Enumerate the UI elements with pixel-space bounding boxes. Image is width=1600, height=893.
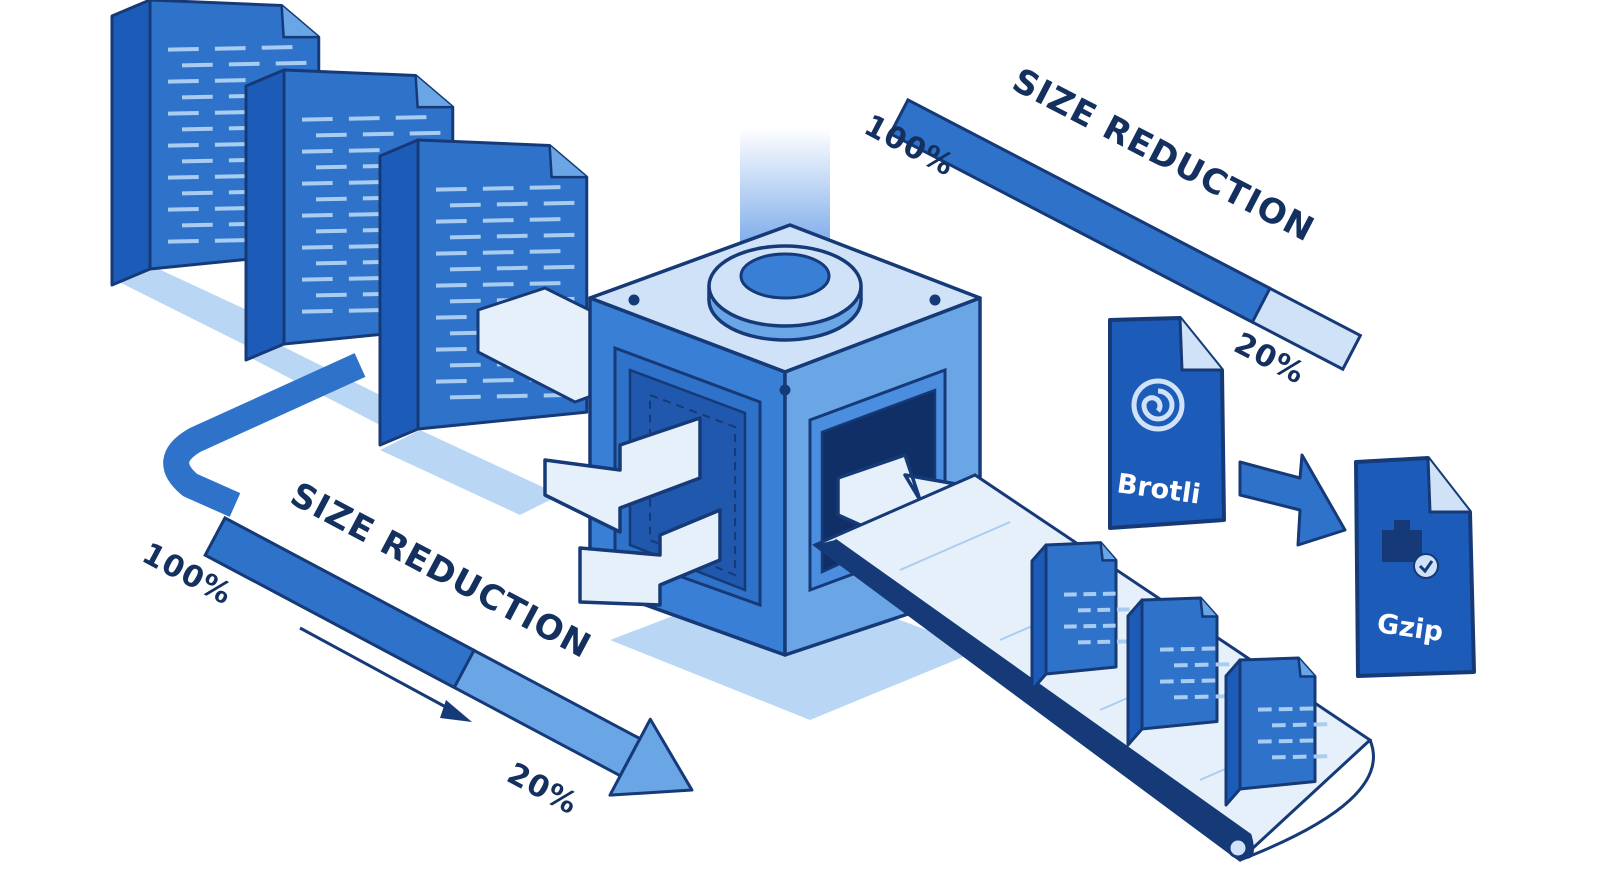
gzip-badge: Gzip [1354, 456, 1476, 678]
direction-arrow [299, 626, 472, 722]
bottom-size-gauge [203, 515, 694, 797]
package-icon [1382, 520, 1439, 579]
top-gauge-fill [888, 97, 1272, 325]
output-file-2 [1126, 596, 1230, 747]
top-gauge-title: SIZE REDUCTION [1006, 61, 1321, 251]
top-size-gauge [888, 97, 1363, 372]
bottom-gauge-arrowhead [608, 717, 694, 797]
brotli-to-gzip-arrow [1238, 453, 1347, 547]
flow-pipe [163, 353, 366, 517]
brotli-badge: Brotli [1108, 316, 1226, 530]
output-file-3 [1224, 656, 1328, 807]
bottom-gauge-fill [203, 515, 477, 690]
output-files [1030, 541, 1328, 807]
output-file-1 [1030, 541, 1130, 692]
bottom-gauge-end-label: 20% [501, 756, 583, 822]
spiral-icon [1131, 378, 1185, 432]
